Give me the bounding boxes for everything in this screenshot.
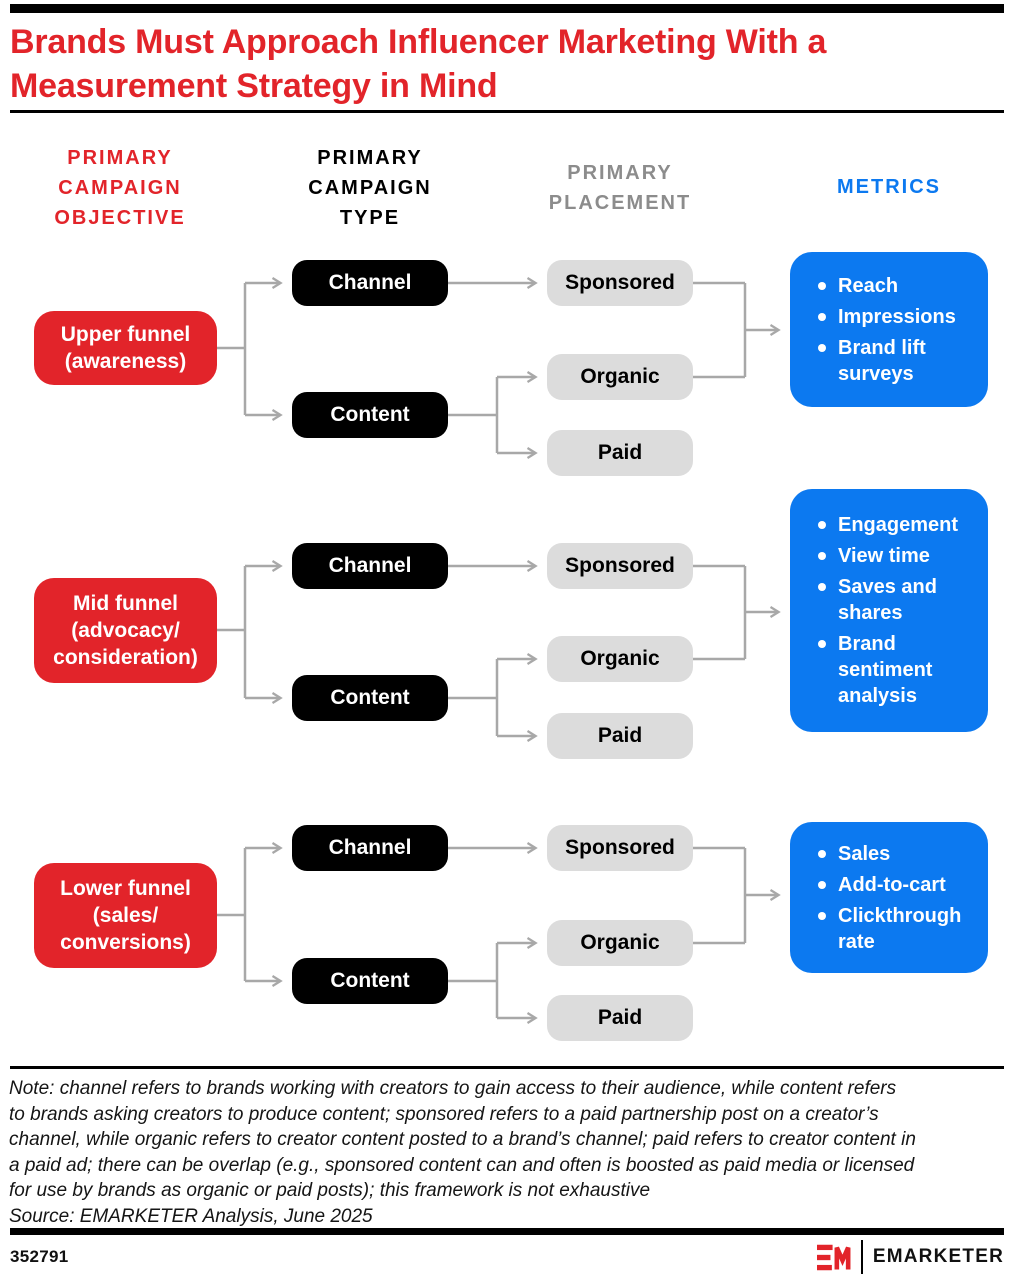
metric-item: Sales: [816, 841, 976, 867]
metric-item: Add-to-cart: [816, 872, 976, 898]
metrics-list: Engagement View time Saves and shares Br…: [790, 507, 988, 714]
column-header-metrics: METRICS: [837, 176, 941, 198]
logo-divider: [860, 1240, 863, 1274]
placement-organic-box: Organic: [547, 354, 693, 400]
placement-paid-box: Paid: [547, 995, 693, 1041]
placement-paid-box: Paid: [547, 713, 693, 759]
footnote-block: Note: channel refers to brands working w…: [9, 1076, 1009, 1229]
metric-item: Impressions: [816, 304, 976, 330]
top-accent-bar: [10, 4, 1004, 13]
objective-box-upper-funnel: Upper funnel (awareness): [34, 311, 217, 385]
campaign-type-channel-box: Channel: [292, 825, 448, 871]
metric-item: View time: [816, 543, 976, 569]
placement-sponsored-box: Sponsored: [547, 543, 693, 589]
logo-brand-text: EMARKETER: [872, 1246, 1004, 1267]
objective-box-mid-funnel: Mid funnel (advocacy/ consideration): [34, 578, 217, 683]
metric-item: Brand sentiment analysis: [816, 631, 976, 709]
campaign-type-content-box: Content: [292, 675, 448, 721]
campaign-type-content-box: Content: [292, 958, 448, 1004]
note-text: Note: channel refers to brands working w…: [9, 1078, 916, 1201]
campaign-type-content-box: Content: [292, 392, 448, 438]
metric-item: Brand lift surveys: [816, 335, 976, 387]
metric-item: Engagement: [816, 512, 976, 538]
metrics-box-lower-funnel: Sales Add-to-cart Clickthrough rate: [790, 822, 988, 973]
metric-item: Clickthrough rate: [816, 903, 976, 955]
metrics-box-upper-funnel: Reach Impressions Brand lift surveys: [790, 252, 988, 407]
emarketer-logo: EMARKETER: [816, 1240, 1004, 1274]
column-header-primary-placement: PRIMARY PLACEMENT: [548, 162, 692, 214]
column-header-primary-campaign-type: PRIMARY CAMPAIGN TYPE: [308, 147, 432, 229]
placement-paid-box: Paid: [547, 430, 693, 476]
placement-organic-box: Organic: [547, 920, 693, 966]
emarketer-em-icon: [816, 1244, 851, 1270]
metric-item: Saves and shares: [816, 574, 976, 626]
placement-sponsored-box: Sponsored: [547, 825, 693, 871]
placement-sponsored-box: Sponsored: [547, 260, 693, 306]
metric-item: Reach: [816, 273, 976, 299]
page-title: Brands Must Approach Influencer Marketin…: [10, 23, 827, 105]
metrics-list: Reach Impressions Brand lift surveys: [790, 268, 988, 392]
metrics-box-mid-funnel: Engagement View time Saves and shares Br…: [790, 489, 988, 732]
title-divider: [10, 110, 1004, 113]
placement-organic-box: Organic: [547, 636, 693, 682]
campaign-type-channel-box: Channel: [292, 260, 448, 306]
campaign-type-channel-box: Channel: [292, 543, 448, 589]
note-divider: [10, 1066, 1004, 1069]
objective-box-lower-funnel: Lower funnel (sales/ conversions): [34, 863, 217, 968]
chart-id: 352791: [10, 1247, 69, 1266]
column-header-primary-campaign-objective: PRIMARY CAMPAIGN OBJECTIVE: [54, 147, 186, 229]
source-text: Source: EMARKETER Analysis, June 2025: [9, 1205, 373, 1227]
metrics-list: Sales Add-to-cart Clickthrough rate: [790, 836, 988, 960]
bottom-accent-bar: [10, 1228, 1004, 1235]
